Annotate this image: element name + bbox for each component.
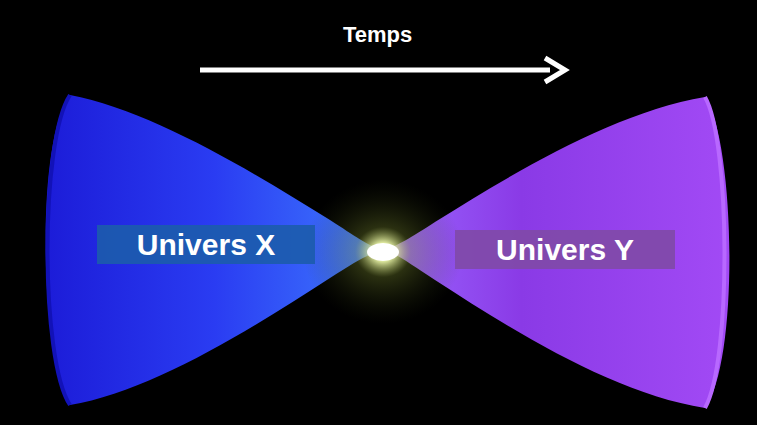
label-box: Univers X <box>97 225 315 264</box>
universe-label: Univers X <box>137 228 275 261</box>
universe-rim-right <box>705 97 725 408</box>
time-arrowhead <box>545 58 565 82</box>
big-bounce-glow <box>303 180 463 324</box>
time-arrow <box>200 68 550 73</box>
universe-label: Univers Y <box>496 233 634 266</box>
axis-label: Temps <box>343 22 412 48</box>
glow-core <box>367 243 399 261</box>
label-box: Univers Y <box>455 230 675 269</box>
universe-rim-left <box>48 95 71 405</box>
